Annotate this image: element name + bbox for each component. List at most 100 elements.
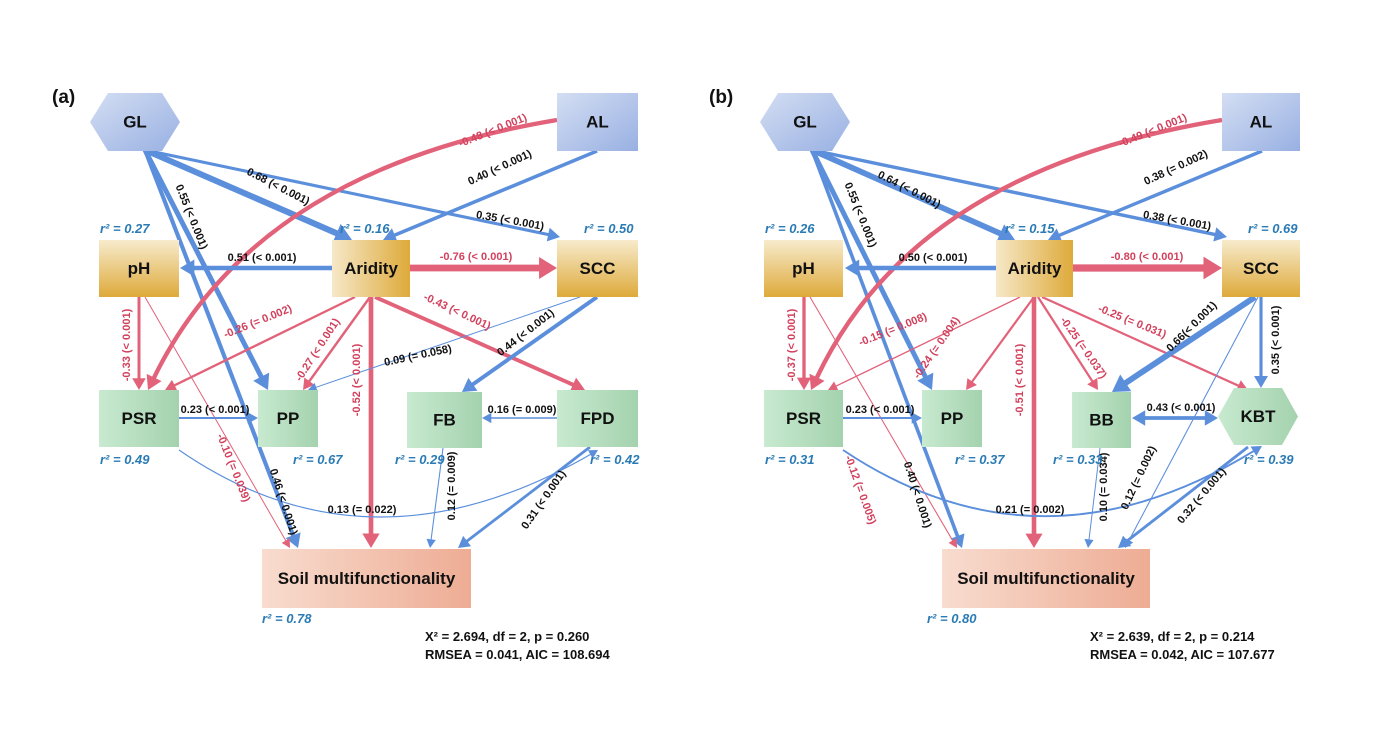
node-gl: GL [90, 93, 180, 151]
arrowhead-icon [247, 412, 258, 424]
path-line [143, 147, 339, 237]
path-coefficient-label: 0.68 (< 0.001) [245, 166, 312, 208]
path-coefficient-label: 0.21 (= 0.002) [996, 504, 1065, 516]
path-AL-to-Aridity [1048, 149, 1263, 242]
node-label: AL [586, 112, 609, 131]
arrowhead-icon [1250, 446, 1262, 456]
arrowhead-icon [1025, 533, 1043, 548]
path-GL-to-PP [809, 148, 934, 390]
arrowhead-icon [1203, 256, 1222, 280]
node-shape [99, 240, 179, 297]
arrowhead-icon [828, 381, 839, 391]
arrowhead-icon [1204, 410, 1218, 426]
r-squared-label: r² = 0.50 [584, 221, 634, 236]
node-scc: SCC [557, 240, 638, 297]
path-Aridity-to-pH [180, 259, 332, 277]
path-coefficient-label: 0.16 (= 0.009) [488, 404, 557, 416]
node-shape [557, 240, 638, 297]
node-bb: BB [1072, 392, 1131, 448]
path-line [1037, 296, 1094, 383]
path-FPD-to-Soil [458, 445, 591, 548]
path-SCC-to-BB [1112, 294, 1257, 392]
node-shape [764, 390, 843, 447]
r-squared-label: r² = 0.67 [293, 452, 343, 467]
arrowhead-icon [1084, 538, 1094, 548]
node-shape [332, 240, 410, 297]
path-SCC-to-FB [462, 295, 599, 392]
r-squared-label: r² = 0.42 [590, 452, 640, 467]
node-label: Soil multifunctionality [957, 569, 1135, 588]
node-shape [1072, 392, 1131, 448]
path-GL-to-Aridity [143, 147, 352, 243]
path-coefficient-label: 0.46 (< 0.001) [267, 467, 300, 536]
node-psr: PSR [99, 390, 179, 447]
path-line [810, 147, 1003, 237]
node-shape [557, 93, 638, 151]
node-label: FPD [581, 409, 615, 428]
node-shape [922, 390, 982, 447]
arrowhead-icon [845, 259, 860, 277]
path-Aridity-to-BB [1037, 296, 1098, 390]
path-coefficient-label: -0.52 (< 0.001) [351, 343, 363, 416]
arrowhead-icon [1048, 228, 1063, 242]
path-BB-to-Soil [1084, 447, 1101, 548]
node-shape [764, 240, 843, 297]
path-coefficient-label: 0.51 (< 0.001) [228, 252, 297, 264]
arrowhead-icon [948, 538, 957, 548]
path-SCC-to-KBT [1254, 297, 1268, 388]
path-PSR-to-PP [179, 412, 258, 424]
arrowhead-icon [539, 256, 557, 280]
path-coefficient-label: 0.35 (< 0.001) [1270, 305, 1282, 374]
path-coefficient-label: -0.12 (= 0.005) [842, 454, 878, 527]
arrowhead-icon [462, 377, 478, 392]
node-label: SCC [580, 259, 616, 278]
node-label: PSR [122, 409, 157, 428]
path-line [151, 117, 558, 380]
node-ph: pH [764, 240, 843, 297]
arrowhead-icon [587, 450, 598, 459]
node-label: GL [793, 112, 817, 131]
r-squared-label: r² = 0.37 [955, 452, 1005, 467]
arrowhead-icon [458, 535, 472, 548]
path-coefficient-label: -0.37 (< 0.001) [786, 308, 798, 381]
path-Aridity-to-PP [966, 296, 1035, 390]
panel-label: (a) [52, 87, 75, 108]
arrowhead-icon [332, 223, 352, 243]
path-Aridity-to-SCC [1073, 256, 1222, 280]
model-fit-rmsea-aic: RMSEA = 0.041, AIC = 108.694 [425, 647, 611, 662]
r-squared-label: r² = 0.80 [927, 611, 977, 626]
node-label: Aridity [1008, 259, 1062, 278]
path-coefficient-label: -0.43 (< 0.001) [422, 291, 493, 333]
path-Aridity-to-KBT [1041, 295, 1248, 392]
arrowhead-icon [950, 533, 965, 548]
path-line [393, 149, 598, 238]
node-shape [407, 392, 482, 448]
path-line [374, 295, 575, 387]
path-Aridity-to-Soil [362, 297, 380, 548]
path-Aridity-to-PSR [165, 295, 356, 391]
path-Aridity-to-PSR [828, 296, 1021, 391]
path-GL-to-Soil [143, 149, 301, 548]
path-line [809, 148, 928, 379]
path-coefficient-label: -0.49 (< 0.001) [1117, 112, 1189, 150]
node-shape [760, 93, 850, 151]
path-line [811, 148, 1217, 237]
path-line [143, 149, 296, 537]
path-Aridity-to-FPD [374, 295, 585, 392]
node-label: PSR [786, 409, 821, 428]
r-squared-label: r² = 0.27 [100, 221, 150, 236]
node-pp: PP [258, 390, 318, 447]
r-squared-label: r² = 0.16 [340, 221, 390, 236]
path-coefficient-label: 0.23 (< 0.001) [846, 404, 915, 416]
path-line [307, 296, 371, 383]
path-coefficient-label: -0.76 (< 0.001) [440, 251, 513, 263]
node-label: Soil multifunctionality [278, 569, 456, 588]
path-PSR-to-KBT [842, 446, 1262, 518]
node-shape [1222, 93, 1300, 151]
path-line [842, 449, 1255, 518]
path-coefficient-label: 0.38 (= 0.002) [1142, 148, 1210, 188]
node-scc: SCC [1222, 240, 1300, 297]
path-line [142, 148, 264, 379]
path-coefficient-label: 0.38 (< 0.001) [1142, 209, 1212, 233]
